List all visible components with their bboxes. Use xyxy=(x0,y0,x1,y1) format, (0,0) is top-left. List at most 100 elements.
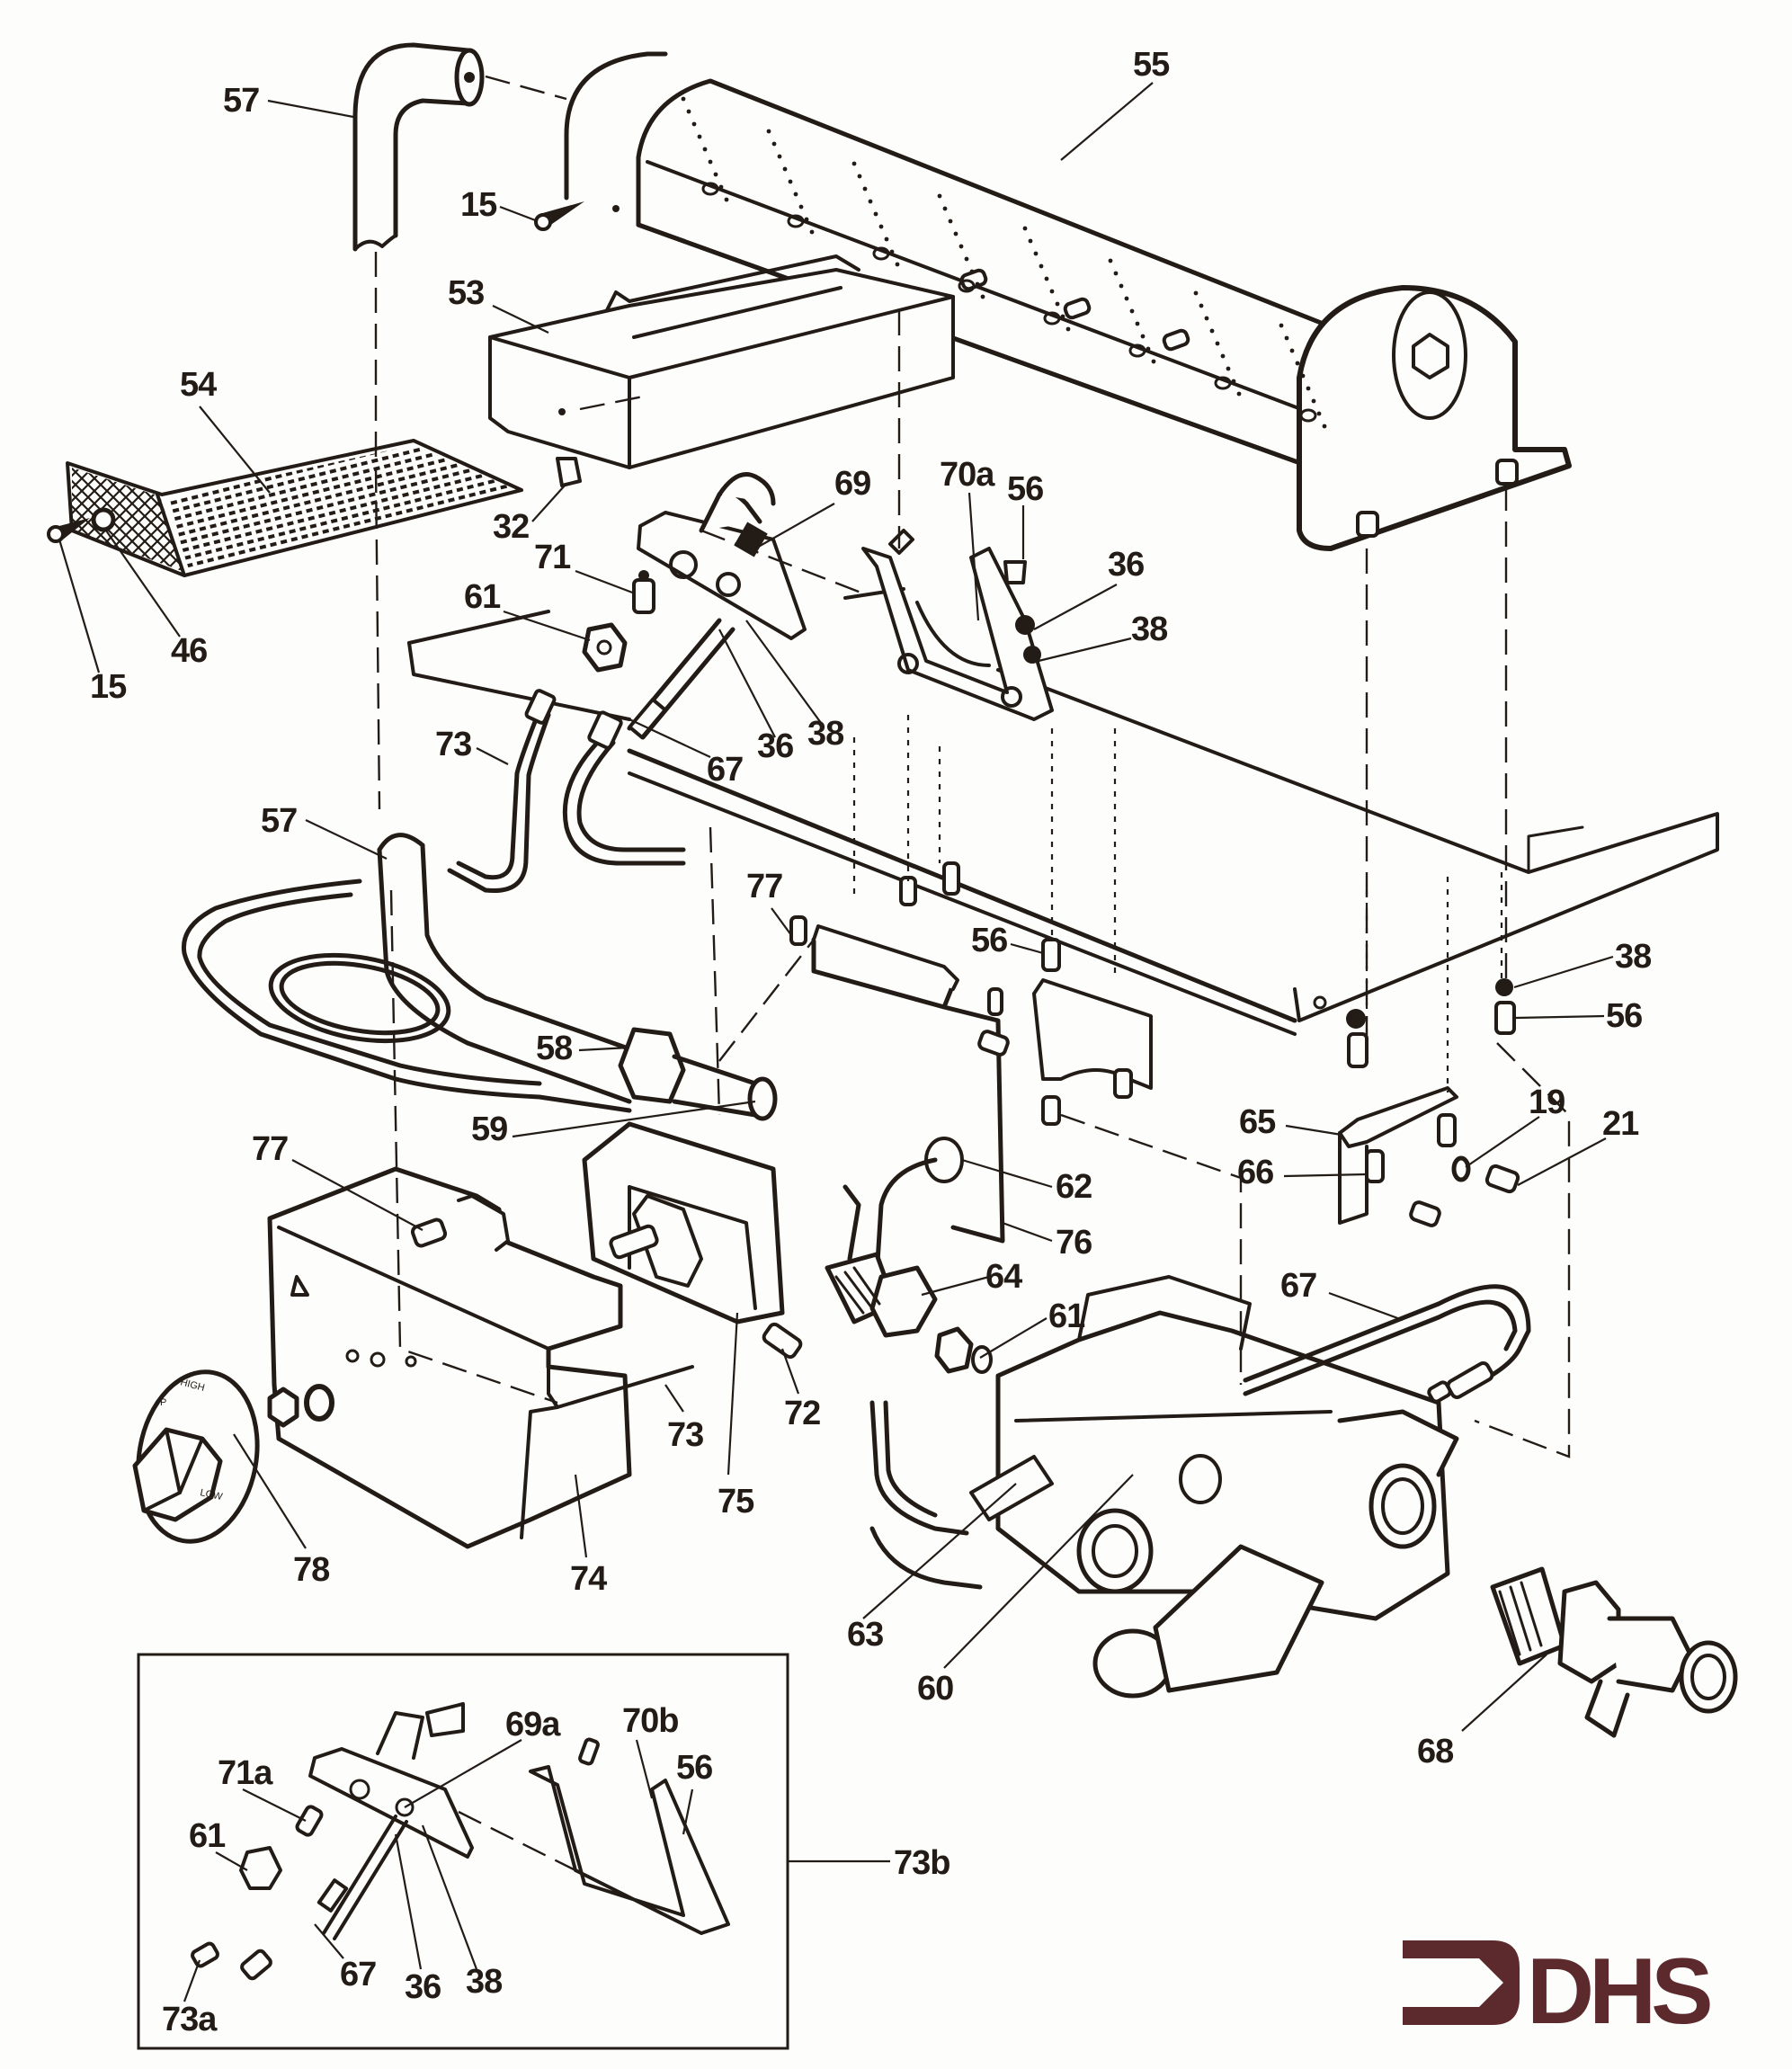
perforation-hole xyxy=(793,192,798,197)
perforation-hole xyxy=(681,96,686,102)
part-61-fitting-nut xyxy=(582,622,628,673)
callout-65-bracket: 65 xyxy=(1239,1103,1276,1141)
leader-line-66 xyxy=(1283,1173,1368,1178)
burner-port xyxy=(958,279,976,293)
perforation-hole xyxy=(1209,328,1215,334)
perforation-hole xyxy=(889,249,895,254)
callout-61-fitting-nut: 61 xyxy=(1048,1298,1085,1335)
leader-line-15 xyxy=(499,205,539,223)
callout-38-lock-washer: 38 xyxy=(1615,938,1651,976)
leader-line-21 xyxy=(1517,1137,1607,1186)
callout-36-nut: 36 xyxy=(1108,546,1144,584)
leader-line-61 xyxy=(503,610,591,642)
leader-line-71 xyxy=(575,569,636,595)
callout-68-shutoff-valve: 68 xyxy=(1417,1733,1453,1770)
leader-line-57 xyxy=(267,99,354,119)
part-65-bracket xyxy=(1338,1086,1520,1227)
leader-line-56 xyxy=(1515,1014,1605,1020)
callout-61-fitting-nut: 61 xyxy=(464,578,501,616)
perforation-hole xyxy=(1193,290,1199,296)
leader-line-54 xyxy=(199,406,271,494)
perforation-hole xyxy=(798,204,804,210)
leader-line-73 xyxy=(476,747,509,765)
inset-73b-frame xyxy=(137,1653,890,2050)
callout-36-nut: 36 xyxy=(405,1968,441,2006)
part-54-burner-screen xyxy=(47,439,582,577)
perforation-hole xyxy=(1236,391,1242,397)
perforation-hole xyxy=(942,206,948,211)
dhs-logo-arrow-icon xyxy=(1403,1940,1520,2025)
callout-46-washer: 46 xyxy=(171,632,207,670)
perforation-hole xyxy=(718,184,724,190)
part-72-connector xyxy=(762,1322,803,1360)
callout-69a-pilot-assembly: 69a xyxy=(505,1706,561,1743)
leader-line-77 xyxy=(771,907,792,936)
callout-76-control-bracket: 76 xyxy=(1056,1224,1092,1262)
callout-56-screw: 56 xyxy=(1606,997,1642,1035)
perforation-hole xyxy=(1316,411,1322,416)
perforation-hole xyxy=(1146,346,1151,352)
callout-64-inlet-fitting: 64 xyxy=(985,1258,1022,1296)
leader-line-67 xyxy=(1328,1291,1404,1322)
perforation-hole xyxy=(878,224,884,229)
leader-line-19 xyxy=(1465,1116,1540,1168)
leader-line-61 xyxy=(979,1317,1048,1359)
leader-line-15 xyxy=(58,539,101,673)
burner-port xyxy=(1214,376,1232,390)
perforation-hole xyxy=(1231,379,1236,384)
callout-61-fitting-nut: 61 xyxy=(189,1817,226,1855)
callout-78-control-knob: 78 xyxy=(293,1551,329,1589)
perforation-hole xyxy=(884,236,889,242)
callout-21-screw: 21 xyxy=(1602,1105,1639,1143)
burner-port xyxy=(1299,408,1317,423)
perforation-hole xyxy=(1065,326,1071,332)
leader-line-76 xyxy=(1002,1221,1053,1243)
perforation-hole xyxy=(1028,238,1033,244)
perforation-hole xyxy=(948,218,953,224)
part-67-thermocouple-upper xyxy=(562,710,686,866)
leader-line-67 xyxy=(629,718,711,758)
perforation-hole xyxy=(857,174,862,179)
perforation-hole xyxy=(1039,263,1044,269)
perforation-hole xyxy=(980,294,985,299)
callout-71a-pilot-orifice: 71a xyxy=(218,1754,273,1792)
perforation-hole xyxy=(1289,348,1295,353)
part-68-shutoff-valve xyxy=(1490,1566,1738,1738)
perforation-hole xyxy=(953,231,958,236)
burner-port xyxy=(872,246,890,261)
part-base-plate xyxy=(407,587,1719,1036)
perforation-hole xyxy=(804,217,809,222)
callout-63-piezo-igniter: 63 xyxy=(847,1616,883,1654)
part-53-burner-box xyxy=(488,254,955,469)
perforation-hole xyxy=(1022,226,1028,231)
callout-36-nut: 36 xyxy=(757,727,793,765)
callout-38-lock-washer: 38 xyxy=(466,1963,502,2001)
leader-line-56 xyxy=(682,1788,694,1835)
callout-67-thermocouple: 67 xyxy=(340,1956,376,1993)
perforation-hole xyxy=(1300,373,1306,379)
leader-line-65 xyxy=(1285,1124,1342,1137)
perforation-hole xyxy=(895,262,900,267)
callout-56-screw: 56 xyxy=(971,922,1007,959)
leader-line-36 xyxy=(718,629,776,738)
leader-line-46 xyxy=(105,530,181,638)
leader-line-36 xyxy=(1033,584,1118,630)
part-70a-pilot-bracket xyxy=(861,529,1054,721)
part-71-pilot-orifice xyxy=(632,570,655,614)
perforation-hole xyxy=(788,179,793,184)
callout-73b-pilot-kit: 73b xyxy=(894,1844,949,1882)
leader-line-55 xyxy=(1060,82,1154,161)
callout-66-clip: 66 xyxy=(1237,1154,1273,1191)
callout-59-orifice: 59 xyxy=(471,1110,507,1148)
burner-port xyxy=(1128,343,1146,358)
leader-line-38 xyxy=(421,1824,478,1970)
perforation-hole xyxy=(862,186,868,192)
callout-38-lock-washer: 38 xyxy=(807,715,843,753)
leader-line-38 xyxy=(1513,955,1614,989)
part-60-gas-valve xyxy=(995,1275,1459,1699)
callout-15-screw: 15 xyxy=(90,668,127,706)
perforation-hole xyxy=(1129,308,1135,314)
leader-line-62 xyxy=(961,1158,1053,1189)
part-drawings: HIGH LOW P xyxy=(47,42,1738,2050)
callout-53-burner-box: 53 xyxy=(448,274,484,312)
